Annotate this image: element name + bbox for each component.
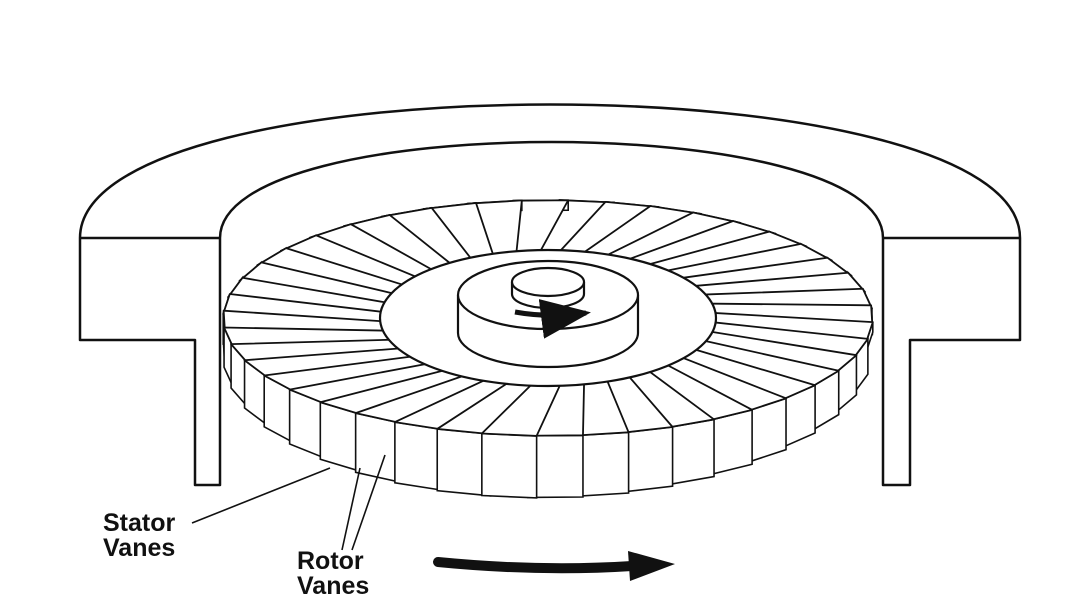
turbine-housing — [78, 103, 1022, 487]
rotor-label-line1: Rotor — [297, 547, 364, 575]
rotor-label-line2: Vanes — [297, 572, 370, 600]
vane-ring — [222, 199, 874, 499]
hub-rotation-arrow — [514, 299, 591, 339]
rotor-hub — [456, 259, 640, 369]
vane-side — [481, 432, 538, 499]
label-leader-lines — [191, 454, 386, 551]
stator-vanes-label: Stator Vanes — [103, 511, 175, 561]
stator-label-line2: Vanes — [103, 534, 176, 562]
rotor-vanes-label: Rotor Vanes — [297, 549, 369, 599]
stator-label-line1: Stator — [103, 509, 176, 537]
rotation-direction-arrow — [433, 551, 675, 581]
